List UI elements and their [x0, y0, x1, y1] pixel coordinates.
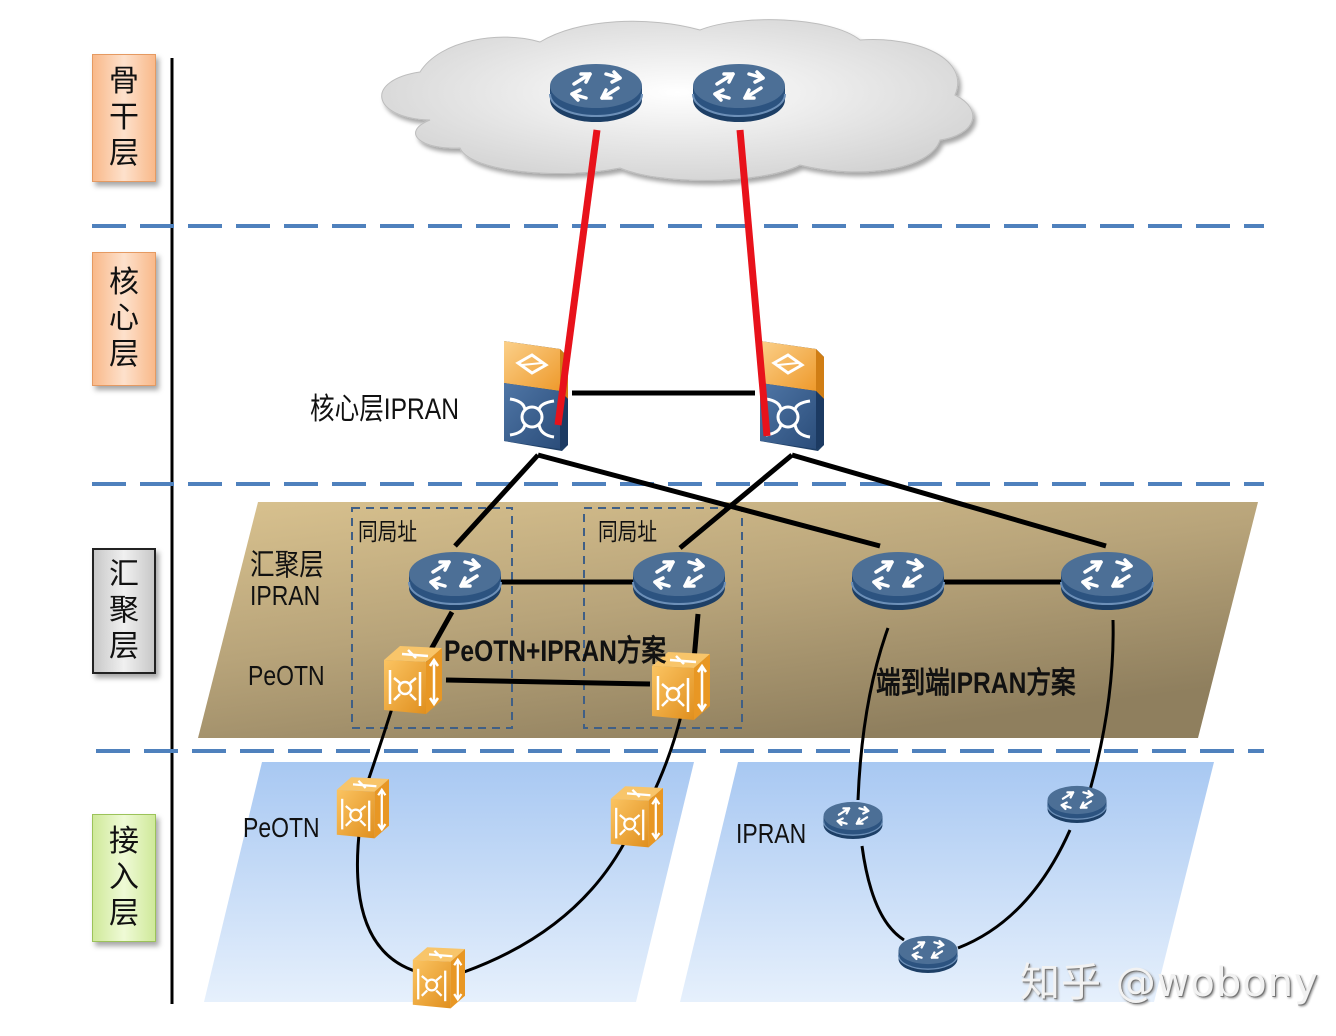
link-otn1-otn2: [445, 677, 651, 687]
scheme-peotn-ipran-label: PeOTN+IPRAN方案: [444, 635, 667, 668]
backbone-router-2: [691, 62, 787, 124]
access-ipran-router-3: [897, 934, 959, 975]
access-ipran-router-1: [822, 800, 884, 841]
layer-label-backbone: 骨干层: [92, 54, 156, 182]
link-ipran2-ipran3: [957, 829, 1072, 950]
access-peotn-2: [609, 785, 665, 849]
link-core2-agg4: [791, 452, 1107, 549]
layer-label-char: 层: [109, 896, 139, 931]
access-band-peotn: [204, 762, 694, 1002]
agg-router-3: [850, 550, 946, 612]
layer-label-char: 汇: [109, 557, 139, 592]
links: [421, 390, 1107, 687]
agg-router-4: [1059, 550, 1155, 612]
same-site-label-1: 同局址: [358, 519, 418, 546]
layer-label-char: 核: [109, 265, 139, 300]
link-ipran1-ipran3: [860, 845, 905, 942]
link-agg2-otn2: [691, 613, 701, 661]
layer-label-char: 层: [109, 136, 139, 171]
same-site-label-2: 同局址: [598, 519, 658, 546]
link-core1-agg3: [537, 452, 881, 549]
link-agg3-ipran1: [856, 627, 890, 801]
aggregation-band: [198, 502, 1258, 738]
agg-peotn-1: [382, 644, 444, 716]
backbone-uplinks: [554, 129, 771, 437]
backbone-router-1: [548, 62, 644, 124]
layer-label-char: 层: [109, 629, 139, 664]
layer-label-char: 入: [109, 860, 139, 895]
scheme-e2e-ipran-label: 端到端IPRAN方案: [876, 667, 1076, 700]
layer-dividers: [92, 224, 1264, 753]
layer-label-char: 心: [109, 301, 139, 336]
agg-router-1: [407, 550, 503, 612]
layer-label-char: 骨: [109, 64, 139, 99]
link-core1-agg1: [453, 453, 540, 548]
agg-peotn-label: PeOTN: [248, 660, 325, 691]
layer-label-core: 核心层: [92, 252, 156, 386]
layer-label-access: 接入层: [92, 814, 156, 942]
same-site-box-2: [583, 507, 743, 729]
access-rings: [356, 619, 1115, 974]
link-core2-agg2: [678, 453, 794, 550]
layer-label-char: 接: [109, 824, 139, 859]
access-peotn-1: [335, 776, 391, 840]
link-agg4-ipran2: [1088, 619, 1115, 791]
link-access1-access3: [356, 824, 419, 974]
backbone-cloud: [381, 19, 974, 181]
agg-ipran-label-line1: 汇聚层: [250, 549, 324, 582]
core-ipran-label: 核心层IPRAN: [310, 393, 459, 426]
same-site-box-1: [351, 507, 513, 729]
uplink-1: [554, 129, 601, 426]
agg-router-2: [631, 550, 727, 612]
access-ipran-router-2: [1046, 784, 1108, 825]
access-ipran-label: IPRAN: [736, 818, 807, 849]
access-peotn-3: [411, 946, 467, 1010]
layer-label-aggregation: 汇聚层: [92, 548, 156, 674]
layer-label-char: 干: [109, 100, 139, 135]
access-peotn-label: PeOTN: [243, 812, 320, 843]
watermark: 知乎 @wobony: [1020, 960, 1319, 1006]
uplink-2: [736, 129, 771, 437]
layer-label-char: 聚: [109, 593, 139, 628]
agg-ipran-label-line2: IPRAN: [250, 580, 321, 611]
link-access2-access3: [463, 835, 630, 974]
layer-label-char: 层: [109, 337, 139, 372]
